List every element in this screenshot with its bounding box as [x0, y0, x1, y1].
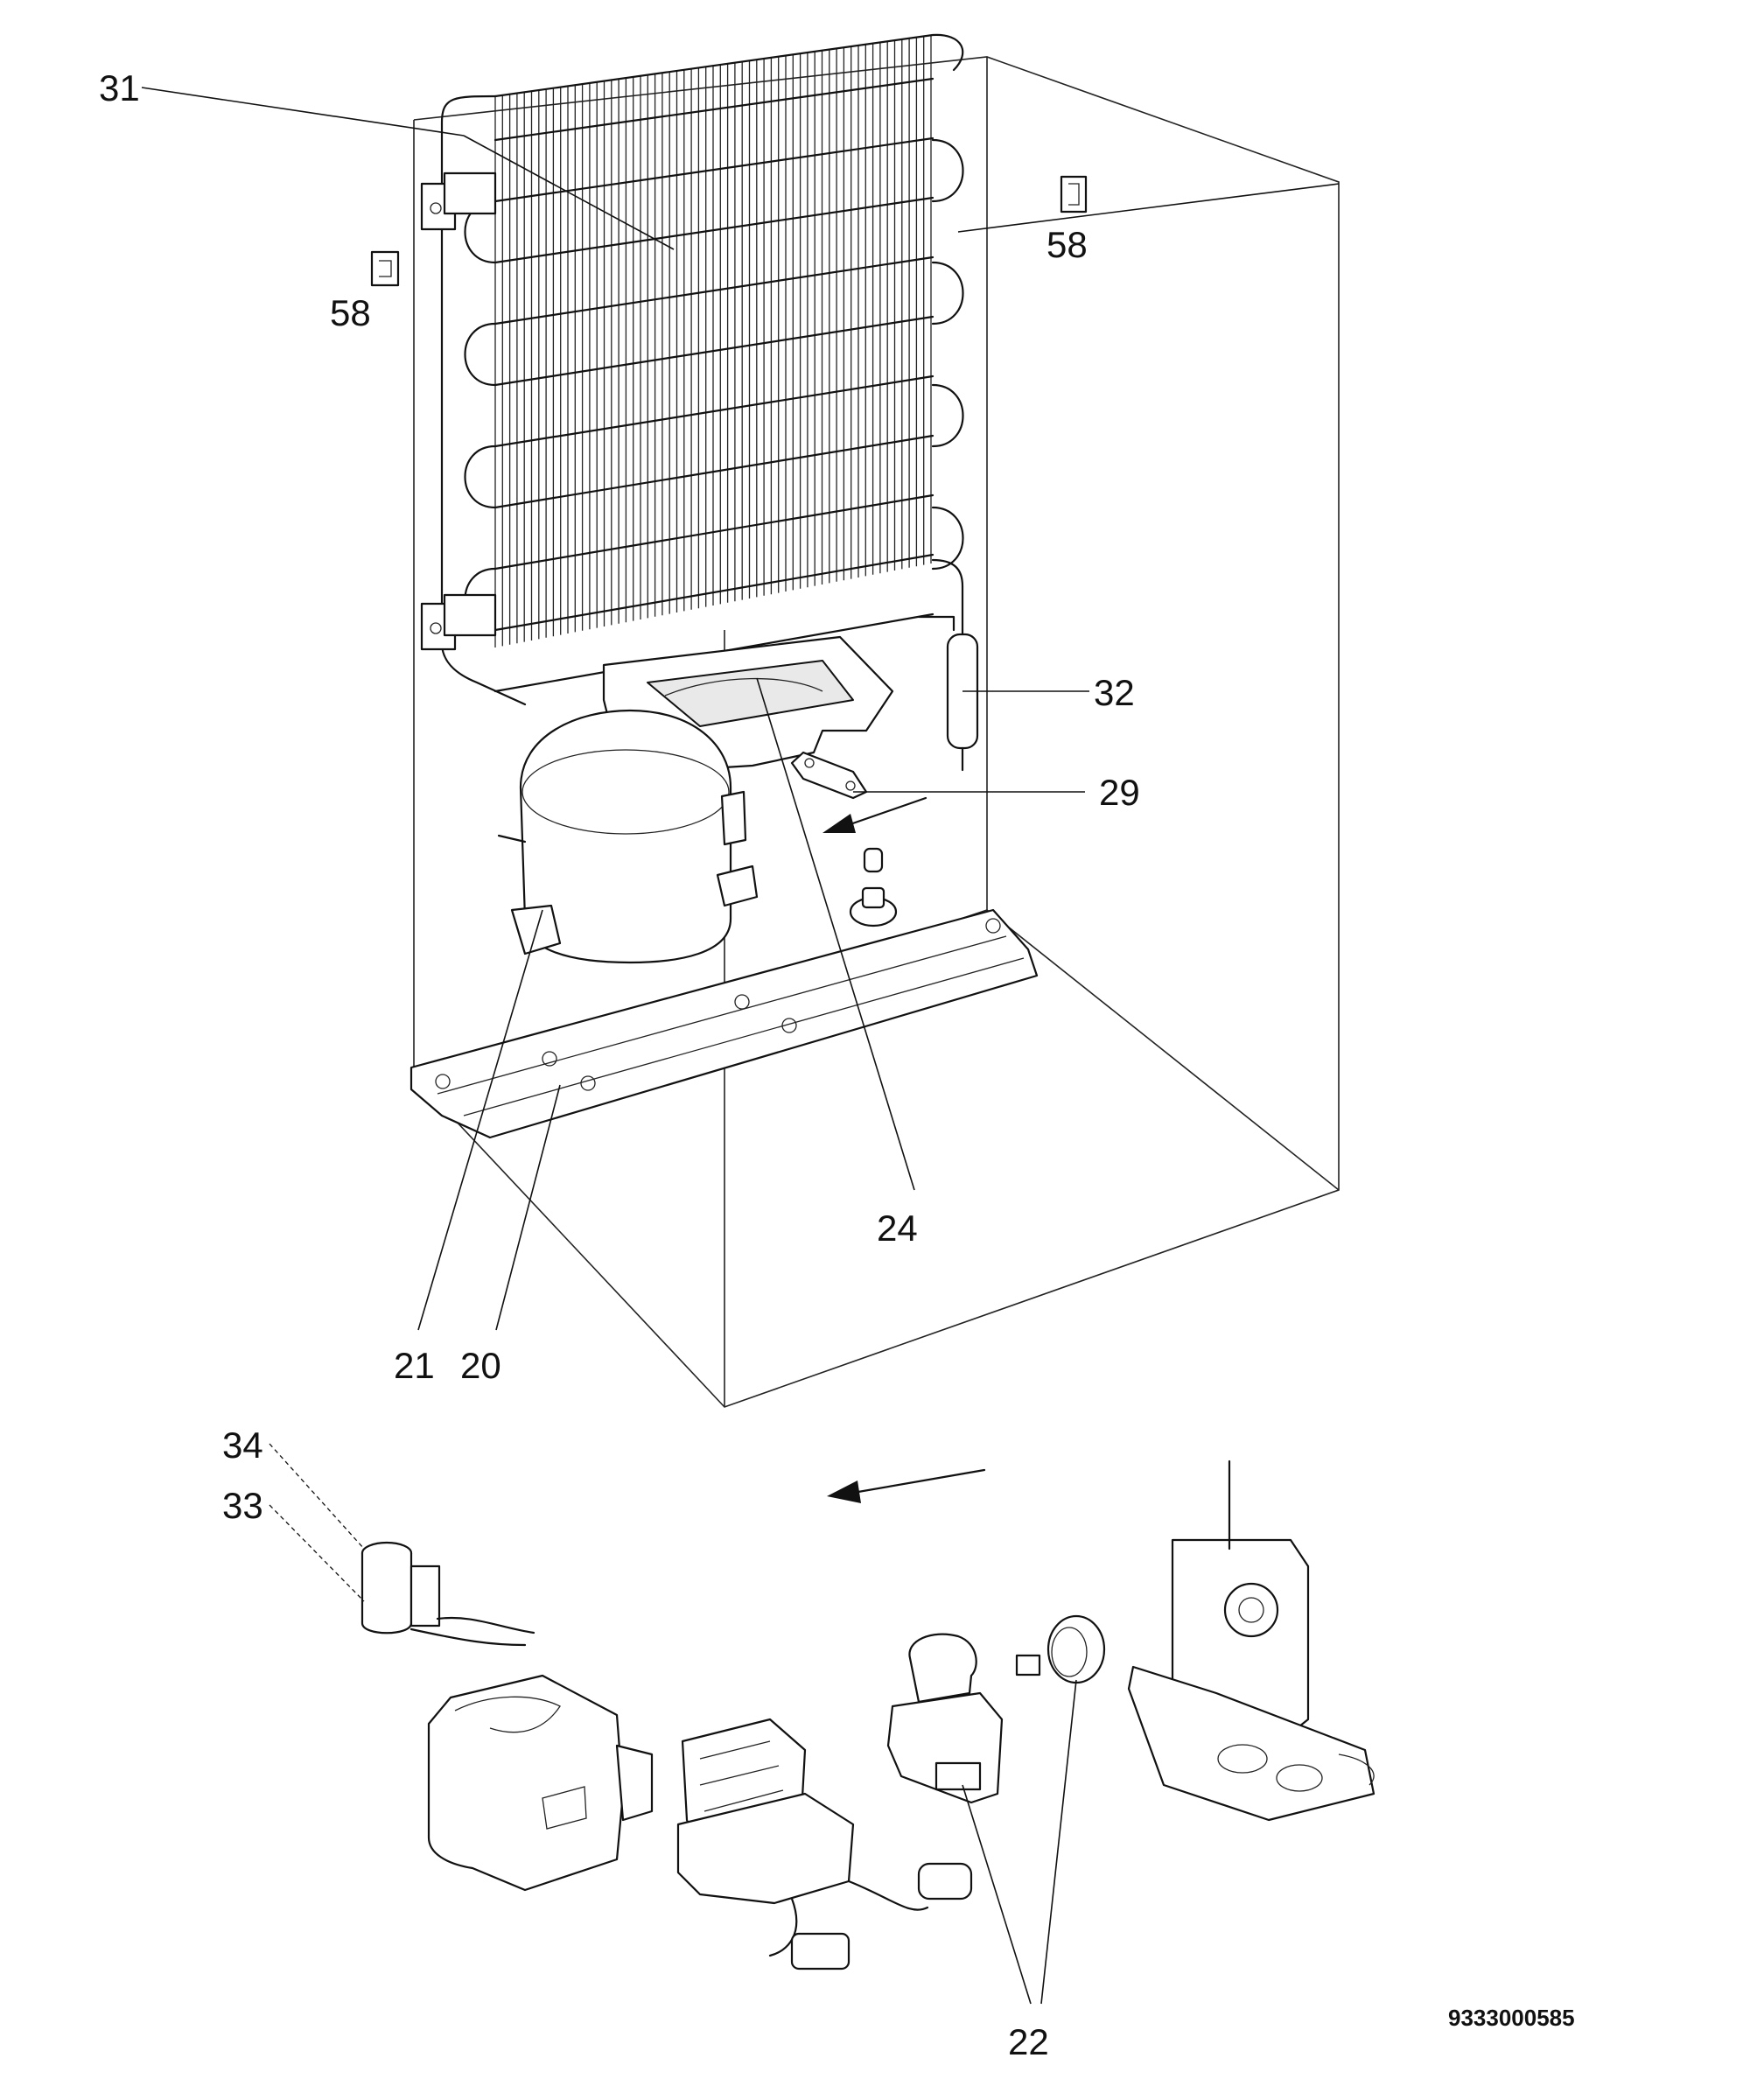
relay-cover	[427, 1674, 654, 1892]
callout-22: 22	[1008, 2021, 1049, 2062]
callout-31: 31	[99, 67, 140, 108]
filter-drier-part-32	[917, 615, 979, 772]
capacitor-part-33-34	[360, 1541, 536, 1647]
coil-clamp-top	[420, 172, 497, 231]
callout-21: 21	[394, 1345, 435, 1386]
clip-part-58-right	[1060, 175, 1088, 214]
overload-protector-part-22	[886, 1633, 1004, 1804]
condenser-coil	[440, 33, 964, 706]
thermal-cutout-part-22	[1015, 1614, 1106, 1684]
callout-32: 32	[1094, 672, 1135, 713]
rubber-foot	[849, 886, 898, 928]
coil-clamp-bottom	[420, 593, 497, 651]
drawing-code: 9333000585	[1448, 2005, 1575, 2031]
clip-part-58-left	[370, 250, 400, 287]
callout-29: 29	[1099, 772, 1140, 813]
arrow-lower	[827, 1468, 986, 1503]
callout-58-right: 58	[1046, 224, 1088, 265]
base-rail-part-20	[410, 908, 1039, 1139]
callout-24: 24	[877, 1208, 918, 1249]
callout-20: 20	[460, 1345, 501, 1386]
leader-lines	[141, 87, 1340, 2005]
callout-labels: 31 58 58 32 29 24 21 20 34 33 22 9333000…	[99, 67, 1575, 2062]
mounting-bracket	[1127, 1460, 1376, 1822]
compressor-part-21	[497, 709, 759, 964]
callout-58-left: 58	[330, 292, 371, 333]
bracket-part-29	[790, 751, 868, 800]
arrow-upper	[822, 796, 928, 833]
relay-starter	[676, 1718, 973, 1970]
callout-33: 33	[222, 1485, 263, 1526]
callout-34: 34	[222, 1424, 263, 1466]
grommet	[863, 847, 884, 873]
